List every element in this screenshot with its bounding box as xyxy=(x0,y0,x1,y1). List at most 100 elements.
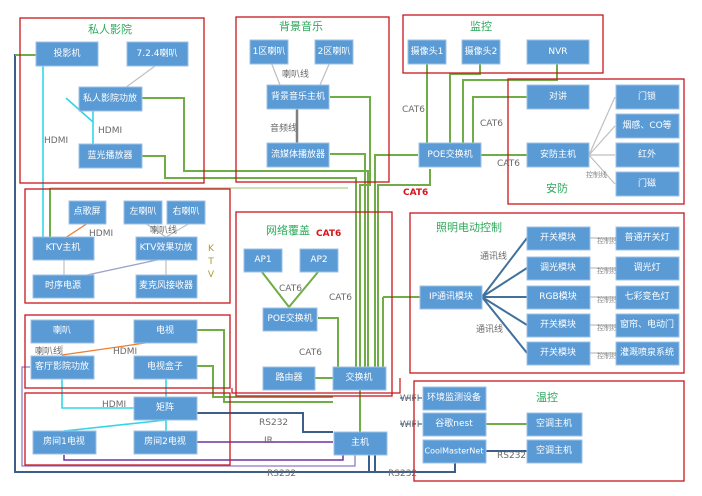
node-env-monitor[interactable]: 环境监测设备 xyxy=(422,386,487,411)
node-dimmer-module[interactable]: 调光模块 xyxy=(526,256,591,281)
cat6-wire-poe-switch xyxy=(374,154,418,372)
node-speakers-724[interactable]: 7.2.4喇叭 xyxy=(126,41,189,67)
speaker-wire-bgm xyxy=(270,61,331,86)
node-ktv-amp[interactable]: KTV效果功放 xyxy=(135,236,198,261)
node-zone1-speaker[interactable]: 1区喇叭 xyxy=(249,39,289,65)
node-room2-tv[interactable]: 房间2电视 xyxy=(133,430,198,455)
node-smoke-co[interactable]: 烟感、CO等 xyxy=(615,113,680,139)
node-tv-box[interactable]: 电视盒子 xyxy=(133,355,198,380)
wire-red-frame xyxy=(231,378,401,394)
node-ac-host-1[interactable]: 空调主机 xyxy=(526,412,583,437)
node-label: CoolMasterNet xyxy=(425,447,484,456)
label-hdmi-lr: HDMI xyxy=(113,347,137,357)
network-cat6-tag: CAT6 xyxy=(316,229,341,239)
label-rs232-c: RS232 xyxy=(388,469,417,479)
label-cat6-poe: CAT6 xyxy=(402,105,425,115)
label-control-wire-4: 控制线 xyxy=(597,323,618,332)
node-label: 空调主机 xyxy=(536,444,572,456)
node-ktv-host[interactable]: KTV主机 xyxy=(32,236,95,261)
label-cat6-red: CAT6 xyxy=(403,188,428,198)
group-security xyxy=(507,78,685,205)
group-climate xyxy=(413,380,685,482)
node-google-nest[interactable]: 谷歌nest xyxy=(422,412,487,437)
node-dimmable-light[interactable]: 调光灯 xyxy=(615,256,680,281)
node-left-speaker[interactable]: 左喇叭 xyxy=(123,200,163,225)
wire-speaker-amp xyxy=(124,65,156,89)
node-label: 开关模块 xyxy=(540,346,576,358)
nodes: 投影机 7.2.4喇叭 私人影院功放 蓝光播放器 1区喇叭 2区喇叭 背景音乐主… xyxy=(30,39,680,464)
node-intercom[interactable]: 对讲 xyxy=(526,84,590,110)
node-poe-switch-main[interactable]: POE交换机 xyxy=(418,142,482,168)
node-label: 喇叭 xyxy=(53,324,71,336)
node-nvr[interactable]: NVR xyxy=(526,39,590,65)
node-infrared[interactable]: 红外 xyxy=(615,142,680,168)
node-label: 投影机 xyxy=(53,47,80,59)
node-bluray[interactable]: 蓝光播放器 xyxy=(78,143,143,169)
node-label: 主机 xyxy=(351,436,369,448)
node-camera2[interactable]: 摄像头2 xyxy=(461,39,501,65)
cat6-wire-tv-box xyxy=(196,365,333,398)
node-switch-module-1[interactable]: 开关模块 xyxy=(526,226,591,251)
node-curtain-door[interactable]: 窗帘、电动门 xyxy=(615,313,680,338)
node-label: 电视盒子 xyxy=(147,360,183,372)
label-cat6-net-right: CAT6 xyxy=(329,293,352,303)
group-title-network: 网络覆盖 xyxy=(266,223,310,237)
node-streamer[interactable]: 流媒体播放器 xyxy=(266,142,330,168)
node-label: 摄像头2 xyxy=(465,45,498,57)
node-mic-receiver[interactable]: 麦克风接收器 xyxy=(135,274,198,299)
node-label: 背景音乐主机 xyxy=(271,90,325,102)
node-ac-host-2[interactable]: 空调主机 xyxy=(526,439,583,464)
node-poe-switch-net[interactable]: POE交换机 xyxy=(262,307,318,332)
node-matrix[interactable]: 矩阵 xyxy=(133,396,198,421)
node-bgm-host[interactable]: 背景音乐主机 xyxy=(266,84,330,110)
label-cat6-ap: CAT6 xyxy=(279,284,302,294)
node-label: 路由器 xyxy=(275,371,302,383)
node-theater-amp[interactable]: 私人影院功放 xyxy=(78,86,143,112)
node-label: 门锁 xyxy=(638,90,656,102)
node-router[interactable]: 路由器 xyxy=(262,366,316,391)
wire-room1-main xyxy=(63,455,344,461)
node-lr-speaker[interactable]: 喇叭 xyxy=(30,319,95,344)
node-tv[interactable]: 电视 xyxy=(133,319,198,344)
cat6-wire-intercom xyxy=(472,96,527,148)
node-label: 安防主机 xyxy=(540,148,576,160)
ktv-letter-v: V xyxy=(208,270,215,280)
node-label: 谷歌nest xyxy=(435,417,473,429)
node-projector[interactable]: 投影机 xyxy=(35,41,99,67)
node-color-light[interactable]: 七彩变色灯 xyxy=(615,285,680,310)
node-right-speaker[interactable]: 右喇叭 xyxy=(166,200,206,225)
node-door-lock[interactable]: 门锁 xyxy=(615,84,680,110)
node-camera1[interactable]: 摄像头1 xyxy=(407,39,447,65)
label-comm-wire-top: 通讯线 xyxy=(480,250,507,262)
speaker-wire-ktv xyxy=(144,222,191,238)
node-ap2[interactable]: AP2 xyxy=(299,248,339,273)
node-security-host[interactable]: 安防主机 xyxy=(526,142,590,168)
node-ap1[interactable]: AP1 xyxy=(243,248,283,273)
label-wifi-2: WIFI xyxy=(400,420,419,430)
node-irrigation[interactable]: 灌溉喷泉系统 xyxy=(615,341,680,366)
group-ktv xyxy=(24,188,231,304)
node-normal-light[interactable]: 普通开关灯 xyxy=(615,226,680,251)
node-lr-amp[interactable]: 客厅影院功放 xyxy=(30,355,95,380)
wires xyxy=(14,54,616,473)
node-main-host[interactable]: 主机 xyxy=(333,431,388,456)
node-song-screen[interactable]: 点歌屏 xyxy=(68,200,107,225)
node-label: 电视 xyxy=(156,324,174,336)
label-cat6-security: CAT6 xyxy=(497,159,520,169)
node-label: POE交换机 xyxy=(427,148,472,160)
node-coolmaster[interactable]: CoolMasterNet xyxy=(422,439,487,464)
node-switch-module-3[interactable]: 开关模块 xyxy=(526,341,591,366)
node-door-magnet[interactable]: 门磁 xyxy=(615,171,680,197)
node-label: KTV主机 xyxy=(46,241,81,253)
node-switch[interactable]: 交换机 xyxy=(332,366,387,391)
ktv-letter-t: T xyxy=(207,257,214,267)
node-zone2-speaker[interactable]: 2区喇叭 xyxy=(314,39,354,65)
cat6-wire-streamer xyxy=(330,153,366,372)
node-switch-module-2[interactable]: 开关模块 xyxy=(526,313,591,338)
node-ip-module[interactable]: IP通讯模块 xyxy=(419,285,483,310)
node-sequencer-power[interactable]: 时序电源 xyxy=(32,274,95,299)
label-control-wire-security: 控制线 xyxy=(586,170,607,179)
node-room1-tv[interactable]: 房间1电视 xyxy=(32,430,97,455)
node-rgb-module[interactable]: RGB模块 xyxy=(526,285,591,310)
node-label: 烟感、CO等 xyxy=(622,119,671,131)
